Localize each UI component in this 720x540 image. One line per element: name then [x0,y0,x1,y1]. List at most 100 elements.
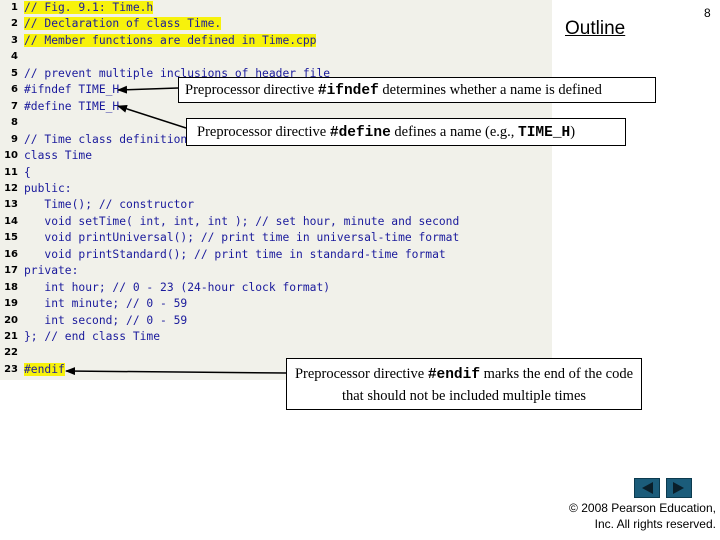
callout-define-pre: Preprocessor directive [197,124,330,140]
code-line: 13 Time(); // constructor [0,197,552,213]
callout-ifndef-pre: Preprocessor directive [185,82,318,98]
code-line: 16 void printStandard(); // print time i… [0,247,552,263]
line-number: 23 [4,363,18,375]
line-number: 19 [4,298,18,310]
slide-number: 8 [704,6,711,20]
code-text: { [24,165,31,181]
code-segment: private: [24,264,79,278]
code-segment: { [24,165,31,179]
code-line: 5 // prevent multiple inclusions of heade… [0,66,552,82]
line-number: 8 [11,117,18,129]
code-text: }; // end class Time [24,329,160,345]
code-segment: int minute; // 0 - 59 [24,297,188,311]
code-line: 9 // Time class definition [0,132,552,148]
callout-ifndef-post: determines whether a name is defined [378,82,602,98]
callout-define-code: #define [329,125,391,141]
line-number: 11 [4,166,18,178]
outline-link[interactable]: Outline [565,18,626,39]
copyright-line-2: Inc. All rights reserved. [594,517,716,531]
line-number: 22 [4,347,18,359]
code-text: #ifndef TIME_H [24,82,119,98]
line-number: 17 [4,265,18,277]
code-segment: void printUniversal(); // print time in … [24,231,460,245]
code-text: int minute; // 0 - 59 [24,296,187,312]
previous-slide-button[interactable] [634,478,660,498]
code-text: private: [24,263,78,279]
line-number: 3 [11,34,18,46]
code-line: 21}; // end class Time [0,329,552,345]
callout-ifndef-code: #ifndef [317,83,379,99]
code-text: // Declaration of class Time. [24,16,222,32]
code-line: 14 void setTime( int, int, int ); // set… [0,214,552,230]
code-line: 7 #define TIME_H [0,99,552,115]
code-segment: // Time class definition [24,132,188,146]
code-segment: public: [24,181,72,195]
code-line: 15 void printUniversal(); // print time … [0,230,552,246]
arrow-ifndef [117,85,179,94]
code-text: // prevent multiple inclusions of header… [24,66,330,82]
code-line: 8 [0,115,552,131]
triangle-right-icon [673,482,684,494]
code-text: // Fig. 9.1: Time.h [24,0,154,16]
code-text: int hour; // 0 - 23 (24-hour clock forma… [24,280,330,296]
code-segment: // prevent multiple inclusions of header… [24,66,331,80]
line-number: 7 [11,100,18,112]
code-line: 11 { [0,165,552,181]
line-number: 10 [4,150,18,162]
code-line: 17 private: [0,263,552,279]
code-segment: }; // end class Time [24,330,161,343]
line-number: 18 [4,281,18,293]
line-number: 13 [4,199,18,211]
callout-define-mid: defines a name (e.g., [390,124,519,140]
code-line: 6 #ifndef TIME_H [0,82,552,98]
code-line: 10 class Time [0,148,552,164]
code-text: #endif [24,362,65,378]
arrow-endif [65,367,287,376]
code-segment: void setTime( int, int, int ); // set ho… [24,214,460,228]
code-segment: Time.h [112,1,154,14]
line-number: 15 [4,232,18,244]
line-number: 14 [4,215,18,227]
arrow-define [117,104,187,129]
line-number: 4 [11,51,18,63]
code-text: public: [24,181,72,197]
code-line: 1// Fig. 9.1: Time.h [0,0,552,16]
callout-endif-pre: Preprocessor directive [294,366,428,382]
code-segment: #define TIME_H [24,99,120,113]
code-text: void printStandard(); // print time in s… [24,247,446,263]
code-line: 3 // Member functions are defined in Time… [0,33,552,49]
callout-ifndef: Preprocessor directive #ifndef determine… [178,77,656,103]
code-segment: int second; // 0 - 59 [24,313,188,327]
code-text: void setTime( int, int, int ); // set ho… [24,214,459,230]
line-number: 9 [11,133,18,145]
code-segment: #endif [24,362,65,376]
code-segment: // Declaration of class Time. [24,17,222,31]
callout-define: Preprocessor directive #define defines a… [186,118,626,146]
callout-define-code2: TIME_H [518,125,571,141]
next-slide-button[interactable] [666,478,692,498]
code-segment: void printStandard(); // print time in s… [24,247,446,261]
callout-endif-post: marks the end of the code that should no… [341,366,634,404]
code-text: #define TIME_H [24,99,119,115]
code-text: void printUniversal(); // print time in … [24,230,459,246]
line-number: 5 [11,67,18,79]
line-number: 20 [4,314,18,326]
line-number: 6 [11,84,18,96]
code-text: // Time class definition [24,132,187,148]
code-text: int second; // 0 - 59 [24,313,187,329]
code-text: // Member functions are defined in Time.… [24,33,317,49]
code-segment: // Member functions are defined in Time.… [24,33,317,47]
code-segment: // Fig. 9.1: [24,1,113,14]
code-line: 19 int minute; // 0 - 59 [0,296,552,312]
code-line: 23 #endif [0,362,552,378]
triangle-left-icon [642,482,653,494]
line-number: 16 [4,248,18,260]
code-text: Time(); // constructor [24,197,194,213]
code-line: 20 int second; // 0 - 59 [0,313,552,329]
copyright-notice: © 2008 Pearson Education, Inc. All right… [560,500,716,532]
code-segment: class Time [24,149,93,163]
code-segment: int hour; // 0 - 23 (24-hour clock forma… [24,280,331,294]
code-segment: Time(); // constructor [24,198,195,212]
